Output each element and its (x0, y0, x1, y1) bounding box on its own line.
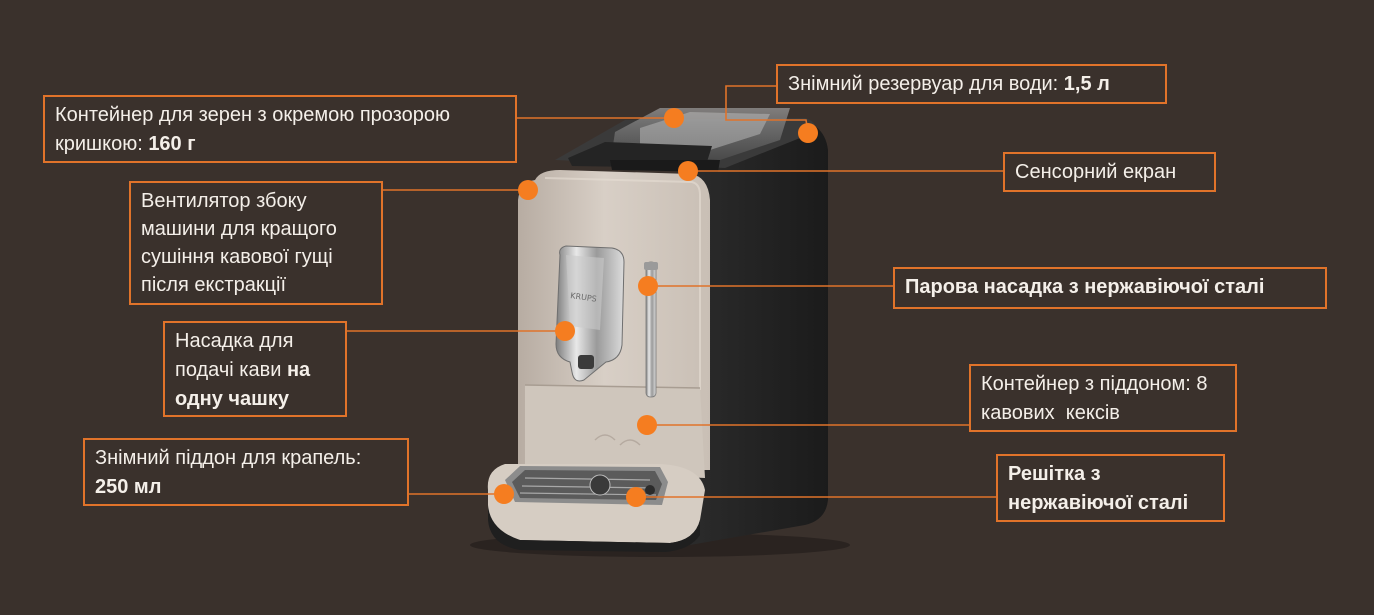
callout-grounds-container-text: Контейнер з піддоном: 8 кавових кексів (981, 373, 1214, 424)
callout-bean-container-text: Контейнер для зерен з окремою прозорою к… (55, 104, 450, 155)
marker-dot-coffee-spout (555, 321, 575, 341)
callout-fan: Вентилятор збоку машини для кращого суші… (129, 181, 383, 305)
callout-grounds-container: Контейнер з піддоном: 8 кавових кексів (969, 364, 1237, 432)
callout-drip-tray-value: 250 мл (95, 476, 162, 498)
callout-touch-screen-text: Сенсорний екран (1015, 161, 1177, 183)
callout-steam-wand: Парова насадка з нержавіючої сталі (893, 267, 1327, 309)
grounds-container-front (525, 385, 705, 478)
marker-dot-water-tank (798, 123, 818, 143)
callout-coffee-spout-value: на одну чашку (175, 359, 311, 410)
callout-grid: Решітка з нержавіючої сталі (996, 454, 1225, 522)
coffee-machine: KRUPS (470, 108, 850, 557)
leader-lines (346, 85, 1003, 498)
callout-drip-tray-text: Знімний піддон для крапель: (95, 447, 362, 469)
drip-grid (505, 466, 668, 505)
marker-dot-grounds-container (637, 415, 657, 435)
marker-dot-fan (518, 180, 538, 200)
coffee-spout: KRUPS (555, 245, 625, 382)
callout-water-tank: Знімний резервуар для води: 1,5 л (776, 64, 1167, 104)
callout-water-tank-value: 1,5 л (1063, 73, 1110, 95)
callout-steam-wand-text: Парова насадка з нержавіючої сталі (905, 276, 1265, 298)
callout-coffee-spout: Насадка для подачі кави на одну чашку (163, 321, 347, 417)
callout-bean-container-value: 160 г (148, 133, 196, 155)
marker-dot-drip-tray (494, 484, 514, 504)
callout-grid-text: Решітка з нержавіючої сталі (1008, 463, 1189, 514)
callout-water-tank-text: Знімний резервуар для води: (788, 73, 1064, 95)
callout-drip-tray: Знімний піддон для крапель: 250 мл (83, 438, 409, 506)
marker-dot-steam-wand (638, 276, 658, 296)
callout-bean-container: Контейнер для зерен з окремою прозорою к… (43, 95, 517, 163)
callout-coffee-spout-text: Насадка для подачі кави (175, 330, 294, 381)
marker-dot-grid (626, 487, 646, 507)
brand-logo: KRUPS (570, 291, 598, 304)
marker-dot-bean-container (664, 108, 684, 128)
marker-dot-touch-screen (678, 161, 698, 181)
marker-dots (494, 108, 818, 507)
callout-touch-screen: Сенсорний екран (1003, 152, 1216, 192)
machine-side-panel (690, 120, 828, 545)
callout-fan-text: Вентилятор збоку машини для кращого суші… (141, 190, 337, 296)
